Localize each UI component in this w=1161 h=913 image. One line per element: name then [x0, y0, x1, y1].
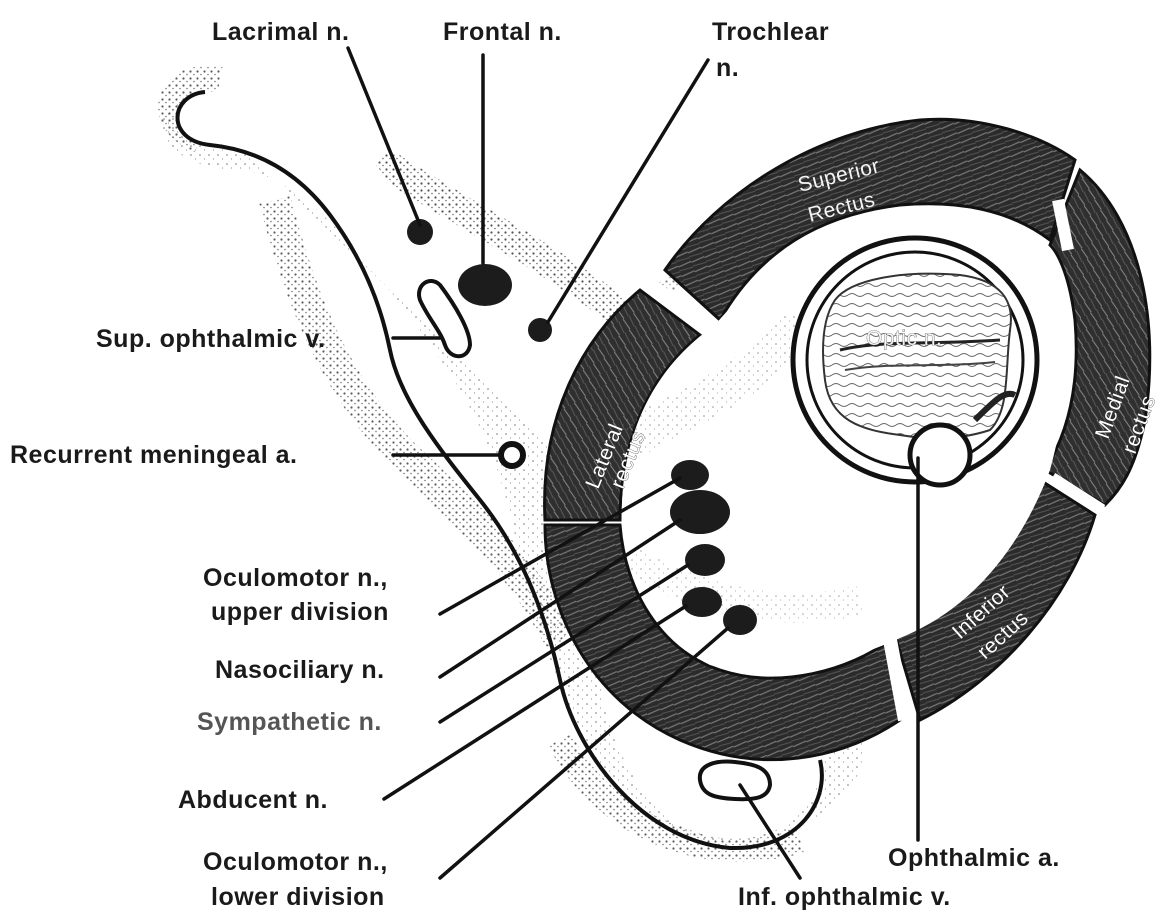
label-inf-ophthalmic-vein: Inf. ophthalmic v. [738, 883, 951, 911]
abducent-nerve [682, 587, 722, 617]
label-oculomotor-lower-1: Oculomotor n., [203, 848, 388, 876]
oculomotor-upper-nerve [671, 460, 709, 490]
label-sympathetic-nerve: Sympathetic n. [197, 708, 382, 736]
label-sup-ophthalmic-vein: Sup. ophthalmic v. [96, 325, 325, 353]
inferior-ophthalmic-vein [700, 762, 770, 800]
label-frontal-nerve: Frontal n. [443, 18, 562, 46]
label-abducent-nerve: Abducent n. [178, 786, 328, 814]
frontal-nerve [458, 264, 512, 306]
sympathetic-nerve [685, 544, 725, 576]
label-oculomotor-upper-1: Oculomotor n., [203, 564, 388, 592]
label-oculomotor-lower-2: lower division [211, 883, 385, 911]
label-trochlear-nerve-1: Trochlear [712, 18, 829, 46]
nasociliary-nerve [670, 490, 730, 534]
label-ophthalmic-artery: Ophthalmic a. [888, 844, 1060, 872]
label-trochlear-nerve-2: n. [716, 54, 739, 82]
label-recurrent-meningeal-artery: Recurrent meningeal a. [10, 441, 297, 469]
oculomotor-lower-nerve [723, 605, 757, 635]
label-oculomotor-upper-2: upper division [211, 598, 389, 626]
recurrent-meningeal-artery [501, 444, 523, 466]
label-lacrimal-nerve: Lacrimal n. [212, 18, 350, 46]
label-nasociliary-nerve: Nasociliary n. [215, 656, 385, 684]
optic-nerve-label: Optic n. [866, 327, 942, 350]
